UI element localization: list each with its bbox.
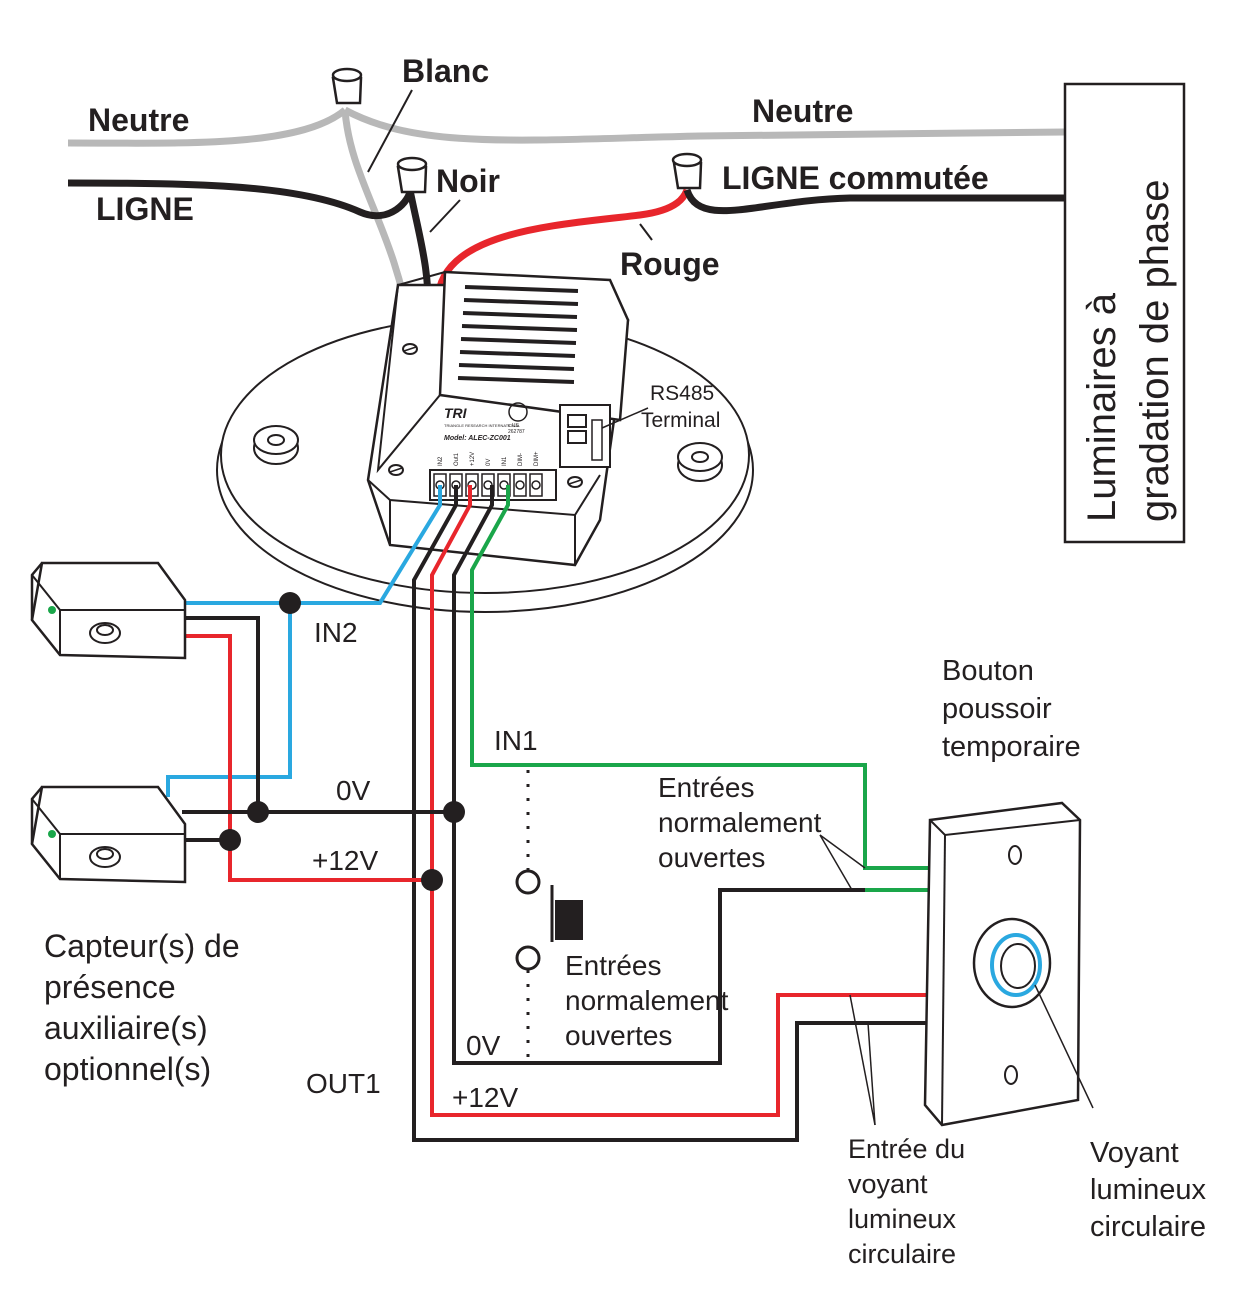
- csa-cert-icon: [508, 402, 528, 422]
- luminaires-line1: Luminaires à: [1080, 292, 1124, 522]
- device-cert: c US: [508, 423, 520, 429]
- terminal-screw-head: [531, 480, 541, 490]
- terminal-label: Out1: [454, 452, 460, 466]
- label-noir: Noir: [436, 163, 500, 199]
- label-in1: IN1: [494, 725, 538, 756]
- led-input-line4: circulaire: [848, 1239, 956, 1269]
- mount-screw-left: [253, 425, 299, 465]
- label-in2: IN2: [314, 617, 358, 648]
- switch-symbol: [515, 770, 583, 1060]
- switch-caption-line3: ouvertes: [565, 1020, 672, 1051]
- switch-caption-line2: normalement: [565, 985, 729, 1016]
- rs485-connector: [559, 404, 611, 468]
- led-ring-line2: lumineux: [1090, 1174, 1207, 1206]
- led-input-line3: lumineux: [848, 1204, 957, 1234]
- button-title-line1: Bouton: [942, 655, 1034, 687]
- label-rouge: Rouge: [620, 246, 720, 282]
- led-ring-line3: circulaire: [1090, 1211, 1206, 1243]
- sensors-caption-line2: présence: [44, 969, 176, 1005]
- controller-device: TRI TRIANGLE RESEARCH INTERNATIONAL c US…: [366, 270, 649, 567]
- button-inputs-line1: Entrées: [658, 772, 755, 803]
- wire-nut-neutral: [331, 67, 363, 105]
- terminal-label: DIM+: [534, 451, 540, 466]
- sensors-caption-line1: Capteur(s) de: [44, 928, 240, 964]
- device-brand: TRI: [444, 405, 468, 421]
- status-led-icon: [48, 606, 56, 614]
- switch-caption-line1: Entrées: [565, 950, 662, 981]
- led-input-line1: Entrée du: [848, 1134, 965, 1164]
- led-input-line2: voyant: [848, 1169, 928, 1199]
- wire-nut-switched: [671, 152, 703, 190]
- terminal-label: IN1: [502, 456, 508, 466]
- label-12v-left: +12V: [312, 845, 378, 876]
- wire-nut-line: [396, 156, 428, 194]
- terminal-label: IN2: [438, 456, 444, 466]
- led-ring-line1: Voyant: [1090, 1137, 1179, 1169]
- rs485-label-line2: Terminal: [641, 409, 720, 432]
- label-out1: OUT1: [306, 1068, 381, 1099]
- status-led-icon: [48, 830, 56, 838]
- label-0v-left: 0V: [336, 775, 371, 806]
- device-model: Model: ALEC-ZC001: [444, 435, 511, 442]
- junction-dots: [219, 592, 465, 891]
- terminal-label: 0V: [486, 459, 492, 466]
- sensors-caption-line3: auxiliaire(s): [44, 1010, 208, 1046]
- vent-grille: [457, 285, 579, 384]
- terminal-label: DIM-: [518, 453, 524, 466]
- label-12v-bottom: +12V: [452, 1082, 518, 1113]
- push-button-plate: [923, 801, 1082, 1127]
- terminal-label: +12V: [470, 452, 476, 466]
- occupancy-sensor-1: [30, 561, 187, 660]
- button-title-line2: poussoir: [942, 693, 1052, 725]
- mount-screw-right: [677, 442, 723, 482]
- device-cert-no: 262787: [508, 429, 525, 435]
- label-neutre-right: Neutre: [752, 93, 853, 129]
- label-blanc: Blanc: [402, 53, 489, 89]
- occupancy-sensor-2: [30, 785, 187, 884]
- terminal-screw-head: [515, 480, 525, 490]
- label-ligne-commutee: LIGNE commutée: [722, 160, 989, 196]
- label-ligne: LIGNE: [96, 191, 194, 227]
- terminal-labels: IN2 Out1 +12V 0V IN1 DIM- DIM+: [438, 451, 540, 466]
- device-brand-sub: TRIANGLE RESEARCH INTERNATIONAL: [444, 423, 521, 428]
- dimmable-luminaires: Luminaires à gradation de phase: [1063, 82, 1186, 544]
- rs485-label-line1: RS485: [650, 382, 714, 405]
- label-0v-bottom: 0V: [466, 1030, 501, 1061]
- label-neutre-left: Neutre: [88, 102, 189, 138]
- button-inputs-line3: ouvertes: [658, 842, 765, 873]
- button-inputs-line2: normalement: [658, 807, 822, 838]
- button-title-line3: temporaire: [942, 731, 1081, 763]
- luminaires-line2: gradation de phase: [1133, 180, 1177, 523]
- device-screw-icon: [388, 343, 583, 488]
- sensors-caption-line4: optionnel(s): [44, 1051, 211, 1087]
